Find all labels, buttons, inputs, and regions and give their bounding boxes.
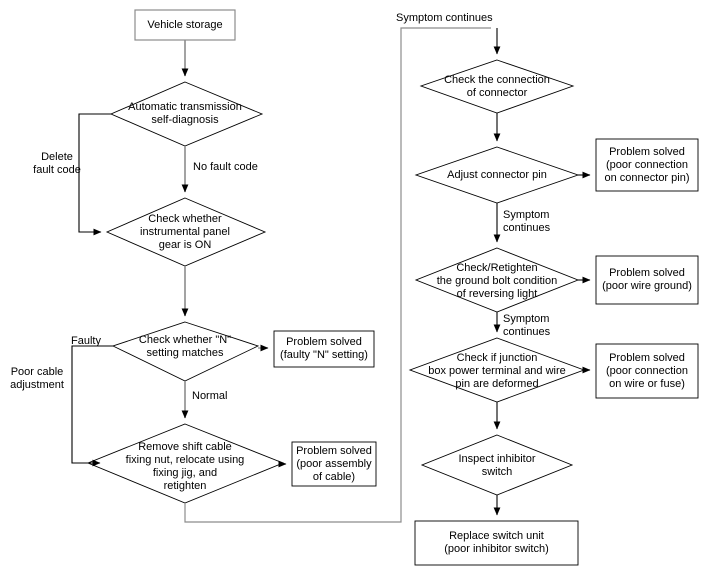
shape-replace-switch-unit — [414, 520, 579, 566]
shape-check-junction-box — [408, 337, 586, 403]
shape-solved-n-setting — [273, 330, 375, 368]
edge-poor-cable-adjustment-loop — [71, 345, 113, 467]
shape-inspect-inhibitor-switch — [420, 434, 574, 496]
shape-solved-wire-or-fuse — [595, 343, 699, 399]
shape-solved-assembly-cable — [291, 441, 377, 487]
shape-check-ground-bolt — [414, 247, 580, 313]
shape-solved-connector-pin — [595, 138, 699, 192]
shape-adjust-connector-pin — [414, 146, 580, 204]
edge-delete-fault-code-loop — [78, 113, 111, 236]
shape-check-connector-connection — [419, 59, 575, 114]
edge-bottom-return-to-symptom-continues — [184, 27, 491, 523]
shape-remove-shift-cable — [86, 423, 285, 504]
shape-check-instrumental-panel — [105, 197, 267, 267]
shape-solved-wire-ground — [595, 255, 699, 305]
shape-auto-trans-self-diagnosis — [109, 81, 264, 147]
shape-vehicle-storage — [134, 9, 236, 41]
shape-check-n-setting — [111, 321, 260, 382]
